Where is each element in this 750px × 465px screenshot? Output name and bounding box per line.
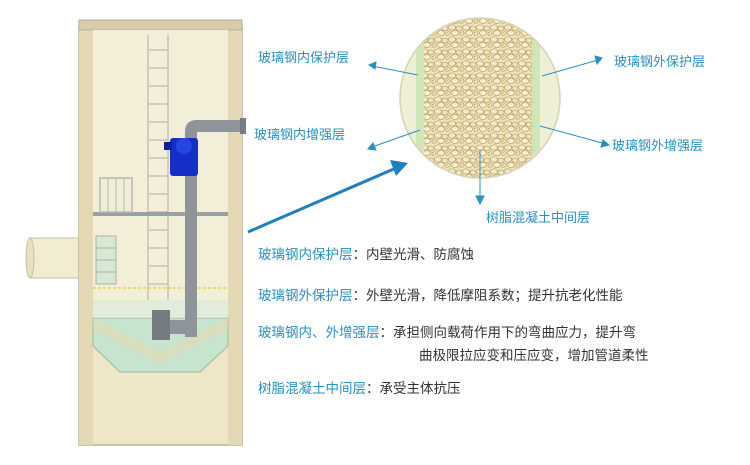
ladder — [147, 35, 169, 300]
platform — [93, 177, 228, 216]
tank-cone — [93, 318, 228, 364]
submersible-pump — [152, 310, 190, 340]
screen-basket — [95, 235, 117, 285]
label-inner-reinforce: 玻璃钢内增强层 — [254, 128, 346, 143]
desc-inner-protect: 玻璃钢内保护层：内壁光滑、防腐蚀 — [258, 247, 474, 263]
label-resin-mid: 树脂混凝土中间层 — [486, 211, 591, 226]
desc-body: 承担侧向载荷作用下的弯曲应力，提升弯 — [393, 325, 636, 341]
desc-term: 玻璃钢内、外增强层 — [258, 325, 380, 341]
label-outer-protect: 玻璃钢外保护层 — [614, 55, 706, 70]
desc-reinforce-line2: 曲极限拉应变和压应变，增加管道柔性 — [419, 348, 649, 364]
desc-term: 树脂混凝土中间层 — [258, 381, 366, 397]
pump — [164, 138, 198, 176]
desc-body: 外壁光滑，降低摩阻系数；提升抗老化性能 — [366, 288, 623, 304]
section-circle — [399, 17, 561, 179]
desc-reinforce: 玻璃钢内、外增强层：承担侧向载荷作用下的弯曲应力，提升弯 — [258, 325, 636, 341]
label-inner-protect: 玻璃钢内保护层 — [258, 51, 350, 66]
discharge-pipe — [185, 118, 246, 337]
zoom-arrow — [247, 160, 408, 234]
label-outer-reinforce: 玻璃钢外增强层 — [612, 139, 704, 154]
desc-body: 内壁光滑、防腐蚀 — [366, 247, 474, 263]
desc-term: 玻璃钢外保护层 — [258, 288, 353, 304]
desc-body: 承受主体抗压 — [379, 381, 461, 397]
desc-resin-mid: 树脂混凝土中间层：承受主体抗压 — [258, 381, 461, 397]
desc-term: 玻璃钢内保护层 — [258, 247, 353, 263]
desc-outer-protect: 玻璃钢外保护层：外壁光滑，降低摩阻系数；提升抗老化性能 — [258, 288, 623, 304]
tank-body — [78, 19, 243, 446]
callout-lines — [367, 55, 611, 206]
